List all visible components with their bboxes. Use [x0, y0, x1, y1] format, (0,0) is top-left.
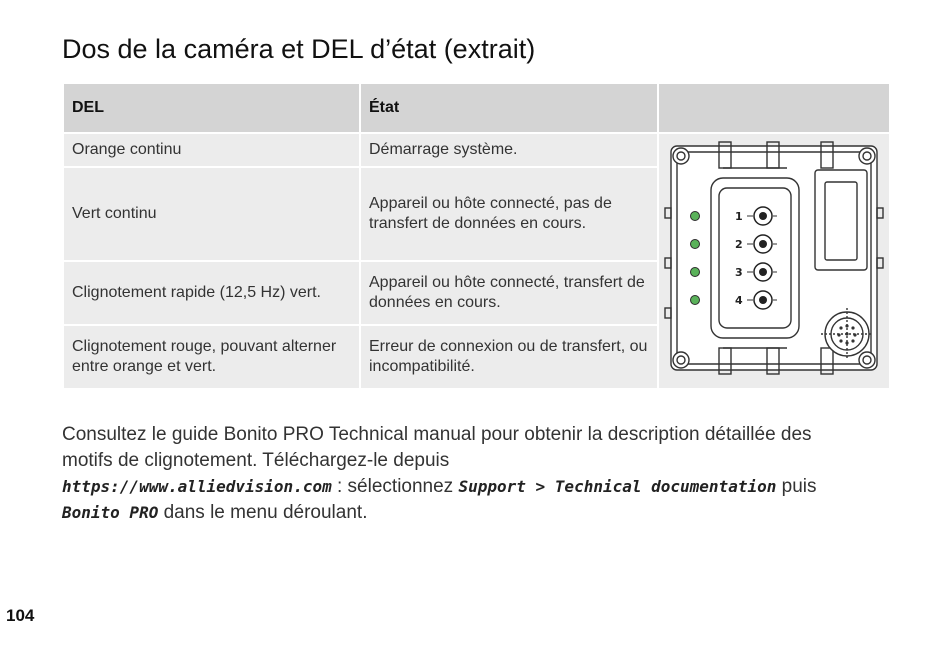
header-image [657, 82, 891, 134]
note-paragraph: Consultez le guide Bonito PRO Technical … [62, 422, 862, 526]
page-number: 104 [6, 606, 35, 625]
table-row: Clignotement rapide (12,5 Hz) vert. Appa… [62, 260, 890, 326]
camera-back-diagram-cell: 1 2 3 4 [657, 132, 891, 390]
note-text: Consultez le guide Bonito PRO Technical … [62, 424, 812, 471]
state-cell: Appareil ou hôte connecté, pas de transf… [359, 166, 659, 262]
product-name: Bonito PRO [62, 503, 159, 522]
header-state: État [359, 82, 659, 134]
status-led-2 [690, 239, 700, 249]
led-cell: Clignotement rapide (12,5 Hz) vert. [62, 260, 361, 326]
led-cell: Orange continu [62, 132, 361, 168]
note-text: puis [776, 476, 817, 497]
status-led-4 [690, 295, 700, 305]
menu-path: Support > Technical documentation [458, 477, 777, 496]
port-label-1: 1 [735, 210, 743, 223]
header-led: DEL [62, 82, 361, 134]
table-row: Vert continu Appareil ou hôte connecté, … [62, 166, 890, 262]
led-status-table: DEL État Orange continu Démarrage systèm… [62, 82, 891, 390]
port-label-3: 3 [735, 266, 743, 279]
table-header-row: DEL État [62, 82, 891, 134]
led-cell: Vert continu [62, 166, 361, 262]
note-text: : sélectionnez [331, 476, 459, 497]
state-cell: Appareil ou hôte connecté, transfert de … [359, 260, 659, 326]
camera-back-diagram: 1 2 3 4 [664, 141, 884, 375]
port-label-2: 2 [735, 238, 743, 251]
state-cell: Erreur de connexion ou de transfert, ou … [359, 324, 659, 390]
state-cell: Démarrage système. [359, 132, 659, 168]
website-link[interactable]: https://www.alliedvision.com [62, 477, 332, 496]
status-led-3 [690, 267, 700, 277]
port-label-4: 4 [735, 294, 743, 307]
led-cell: Clignotement rouge, pouvant alterner ent… [62, 324, 361, 390]
table-row: Orange continu Démarrage système. [62, 132, 891, 390]
note-text: dans le menu déroulant. [158, 502, 368, 523]
status-led-1 [690, 211, 700, 221]
table-row: Clignotement rouge, pouvant alterner ent… [62, 324, 890, 390]
page-title: Dos de la caméra et DEL d’état (extrait) [62, 34, 536, 64]
